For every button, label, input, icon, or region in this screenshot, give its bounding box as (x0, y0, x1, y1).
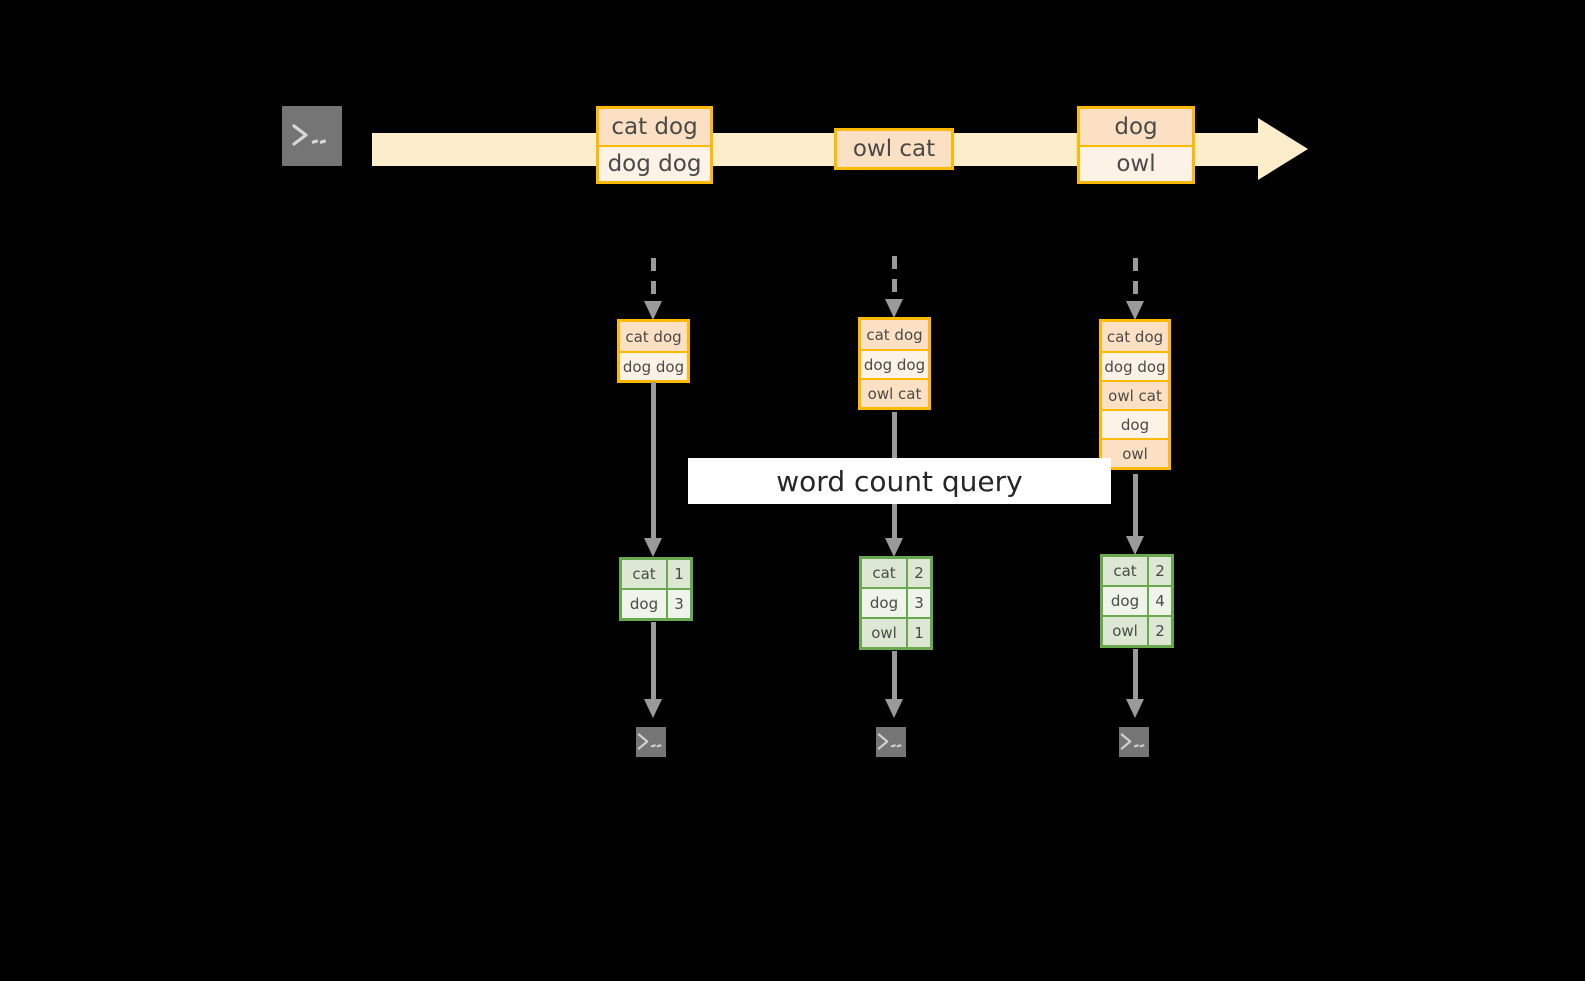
stream-record-batch-2[interactable]: owl cat (834, 128, 954, 170)
snapshot-row: owl cat (861, 378, 928, 407)
snapshot-row: owl (1102, 438, 1168, 467)
result-word: owl (1103, 617, 1147, 645)
arrowhead-icon (644, 538, 662, 557)
snapshot-row: dog dog (1102, 351, 1168, 380)
snapshot-row: dog dog (861, 349, 928, 378)
arrowhead-icon (885, 538, 903, 557)
result-count: 4 (1147, 587, 1171, 615)
input-stream-arrowhead (1258, 118, 1308, 180)
result-word: cat (862, 559, 906, 587)
arrowhead-icon (1126, 301, 1144, 320)
sink-terminal-icon-1[interactable] (627, 718, 675, 766)
sink-terminal-icon-2[interactable] (867, 718, 915, 766)
result-table-1[interactable]: cat 1 dog 3 (619, 557, 693, 621)
result-word: owl (862, 619, 906, 647)
result-table-2[interactable]: cat 2 dog 3 owl 1 (859, 556, 933, 650)
table-row: cat 2 (862, 559, 930, 587)
result-word: dog (862, 589, 906, 617)
stream-record-line: dog dog (599, 145, 710, 181)
connector-shaft (1133, 649, 1138, 700)
connector-shaft (1133, 474, 1138, 537)
sink-terminal-icon-3[interactable] (1110, 718, 1158, 766)
result-count: 3 (666, 590, 690, 618)
result-count: 2 (906, 559, 930, 587)
arrowhead-icon (885, 299, 903, 318)
stream-record-batch-1[interactable]: cat dog dog dog (596, 106, 713, 184)
table-row: dog 3 (862, 587, 930, 617)
connector-shaft (651, 382, 656, 539)
prompt-glyph (876, 727, 906, 757)
table-row: cat 2 (1103, 557, 1171, 585)
prompt-glyph (636, 727, 666, 757)
result-count: 2 (1147, 617, 1171, 645)
result-count: 1 (906, 619, 930, 647)
arrowhead-icon (644, 301, 662, 320)
arrowhead-icon (1126, 536, 1144, 555)
stream-record-line: cat dog (599, 109, 710, 145)
result-count: 1 (666, 560, 690, 588)
snapshot-table-1[interactable]: cat dog dog dog (617, 319, 690, 383)
snapshot-row: cat dog (1102, 322, 1168, 351)
table-row: dog 3 (622, 588, 690, 618)
table-row: dog 4 (1103, 585, 1171, 615)
connector-shaft (892, 256, 897, 299)
result-word: cat (1103, 557, 1147, 585)
snapshot-row: dog (1102, 409, 1168, 438)
arrowhead-icon (644, 699, 662, 718)
stream-record-batch-3[interactable]: dog owl (1077, 106, 1195, 184)
arrowhead-icon (885, 699, 903, 718)
table-row: owl 1 (862, 617, 930, 647)
connector-shaft (1133, 258, 1138, 301)
connector-shaft (651, 258, 656, 301)
connector-shaft (892, 651, 897, 700)
snapshot-row: cat dog (861, 320, 928, 349)
snapshot-row: cat dog (620, 322, 687, 351)
result-count: 3 (906, 589, 930, 617)
query-label: word count query (688, 458, 1111, 504)
snapshot-row: owl cat (1102, 380, 1168, 409)
result-word: dog (622, 590, 666, 618)
snapshot-table-2[interactable]: cat dog dog dog owl cat (858, 317, 931, 410)
table-row: owl 2 (1103, 615, 1171, 645)
result-word: cat (622, 560, 666, 588)
result-table-3[interactable]: cat 2 dog 4 owl 2 (1100, 554, 1174, 648)
snapshot-row: dog dog (620, 351, 687, 380)
snapshot-table-3[interactable]: cat dog dog dog owl cat dog owl (1099, 319, 1171, 470)
table-row: cat 1 (622, 560, 690, 588)
result-word: dog (1103, 587, 1147, 615)
arrowhead-icon (1126, 699, 1144, 718)
prompt-glyph (1119, 727, 1149, 757)
connector-shaft (651, 622, 656, 700)
result-count: 2 (1147, 557, 1171, 585)
stream-record-line: dog (1080, 109, 1192, 145)
prompt-glyph (282, 106, 342, 166)
stream-record-line: owl cat (837, 131, 951, 167)
source-terminal-icon[interactable] (271, 95, 353, 177)
stream-record-line: owl (1080, 145, 1192, 181)
